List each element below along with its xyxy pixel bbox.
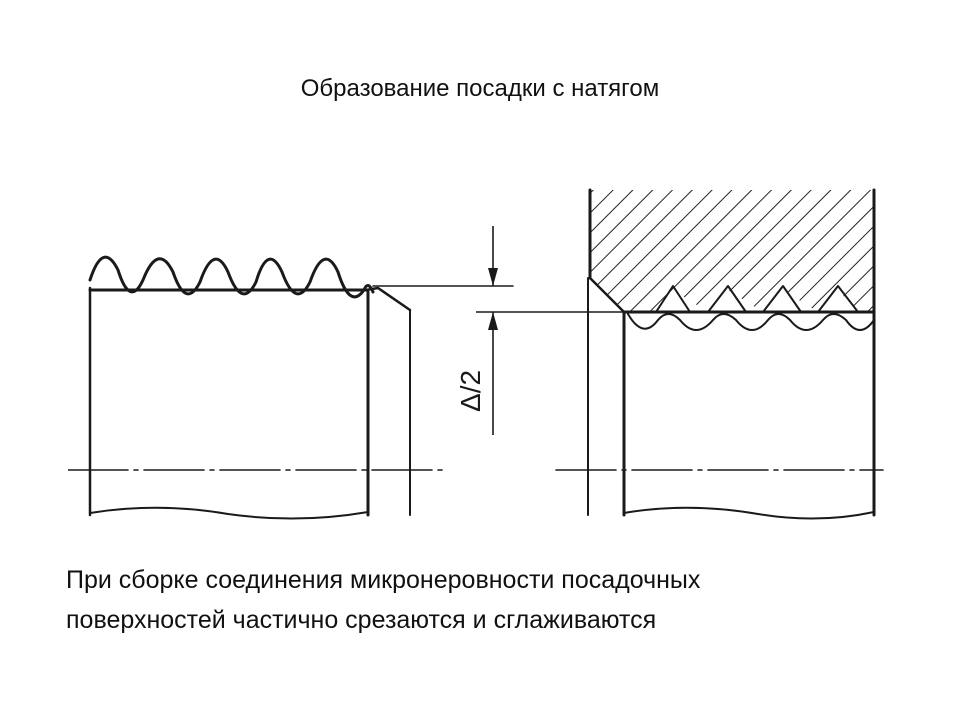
dimension-label: Δ/2: [455, 370, 486, 412]
break-line-left: [89, 506, 369, 520]
interference-dimension: Δ/2: [455, 226, 624, 435]
arrow-down: [488, 268, 498, 286]
hub-chamfer: [588, 276, 626, 314]
slide-title: Образование посадки с натягом: [300, 75, 660, 102]
joint-after-assembly: [555, 188, 884, 520]
break-line-right: [623, 506, 875, 520]
chamfer-line: [364, 286, 412, 312]
diagram-svg: Δ/2: [67, 188, 884, 520]
arrow-up: [488, 312, 498, 330]
caption-line-1: При сборке соединения микронеровности по…: [66, 566, 701, 594]
slide-caption: При сборке соединения микронеровности по…: [66, 560, 926, 640]
roughness-profile: [88, 255, 375, 299]
shaft-before-assembly: [67, 255, 514, 520]
hub-hatching: [590, 190, 874, 312]
interference-fit-diagram: Δ/2: [67, 180, 888, 520]
shaft-roughness-profile: [627, 313, 875, 331]
caption-line-2: поверхностей частично срезаются и сглажи…: [66, 606, 657, 634]
